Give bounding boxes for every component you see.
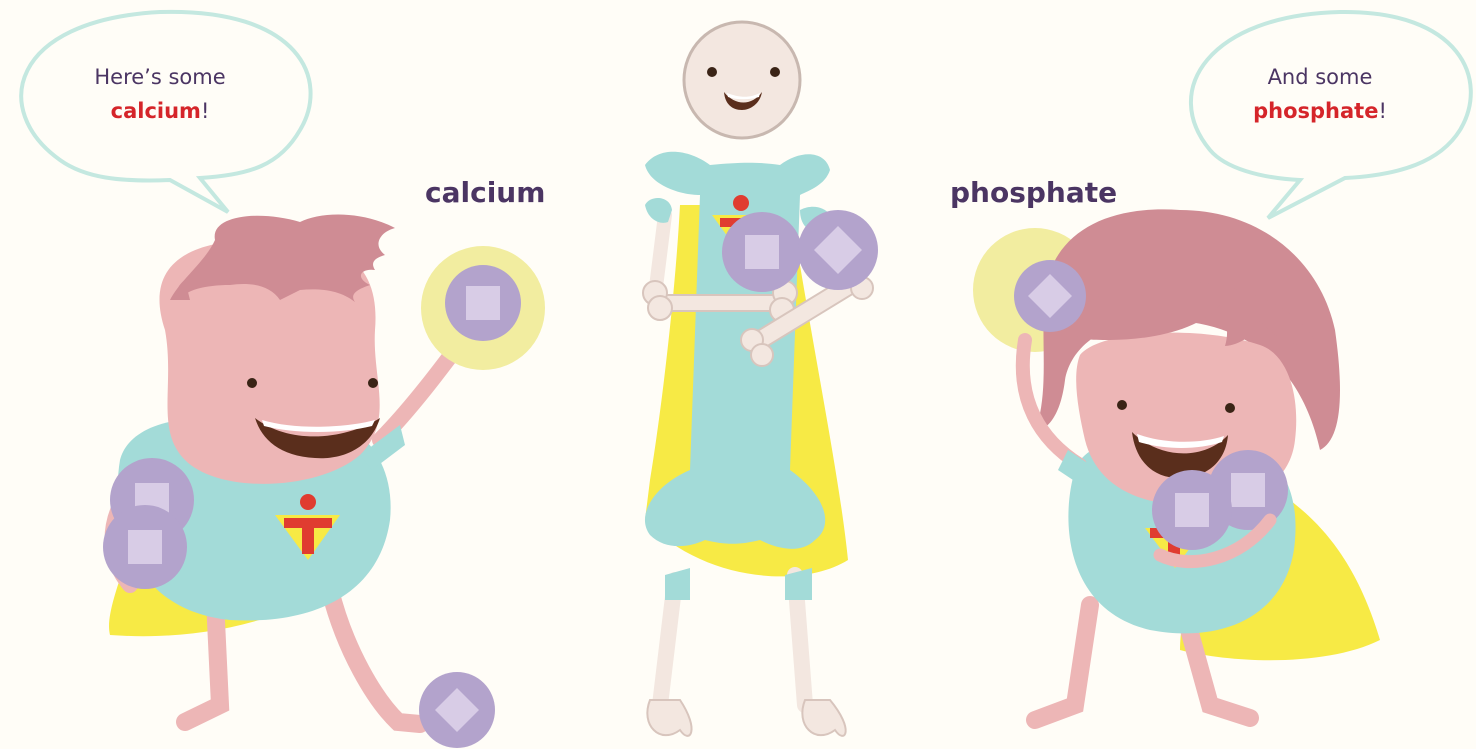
calcium-hero-character [103,214,545,724]
label-calcium: calcium [425,176,545,209]
speech-line-left: Here’s some [60,60,260,94]
phosphate-mineral-icon [1014,260,1086,332]
calcium-mineral-glowing-icon [421,246,545,370]
speech-end-right: ! [1378,99,1386,123]
speech-highlight-calcium: calcium [111,99,201,123]
skeleton-head [684,22,800,138]
speech-text-right: And some phosphate! [1220,60,1420,128]
calcium-mineral-icon [722,212,802,292]
phosphate-mineral-icon [798,210,878,290]
calcium-mineral-icon [103,505,187,589]
speech-highlight-phosphate: phosphate [1253,99,1378,123]
speech-text-left: Here’s some calcium! [60,60,260,128]
label-phosphate: phosphate [950,176,1117,209]
speech-line-right: And some [1220,60,1420,94]
speech-end-left: ! [201,99,209,123]
calcium-mineral-icon [1152,470,1232,550]
phosphate-hero-character [973,209,1380,720]
skeleton-character [643,22,878,736]
phosphate-mineral-icon [419,672,495,748]
